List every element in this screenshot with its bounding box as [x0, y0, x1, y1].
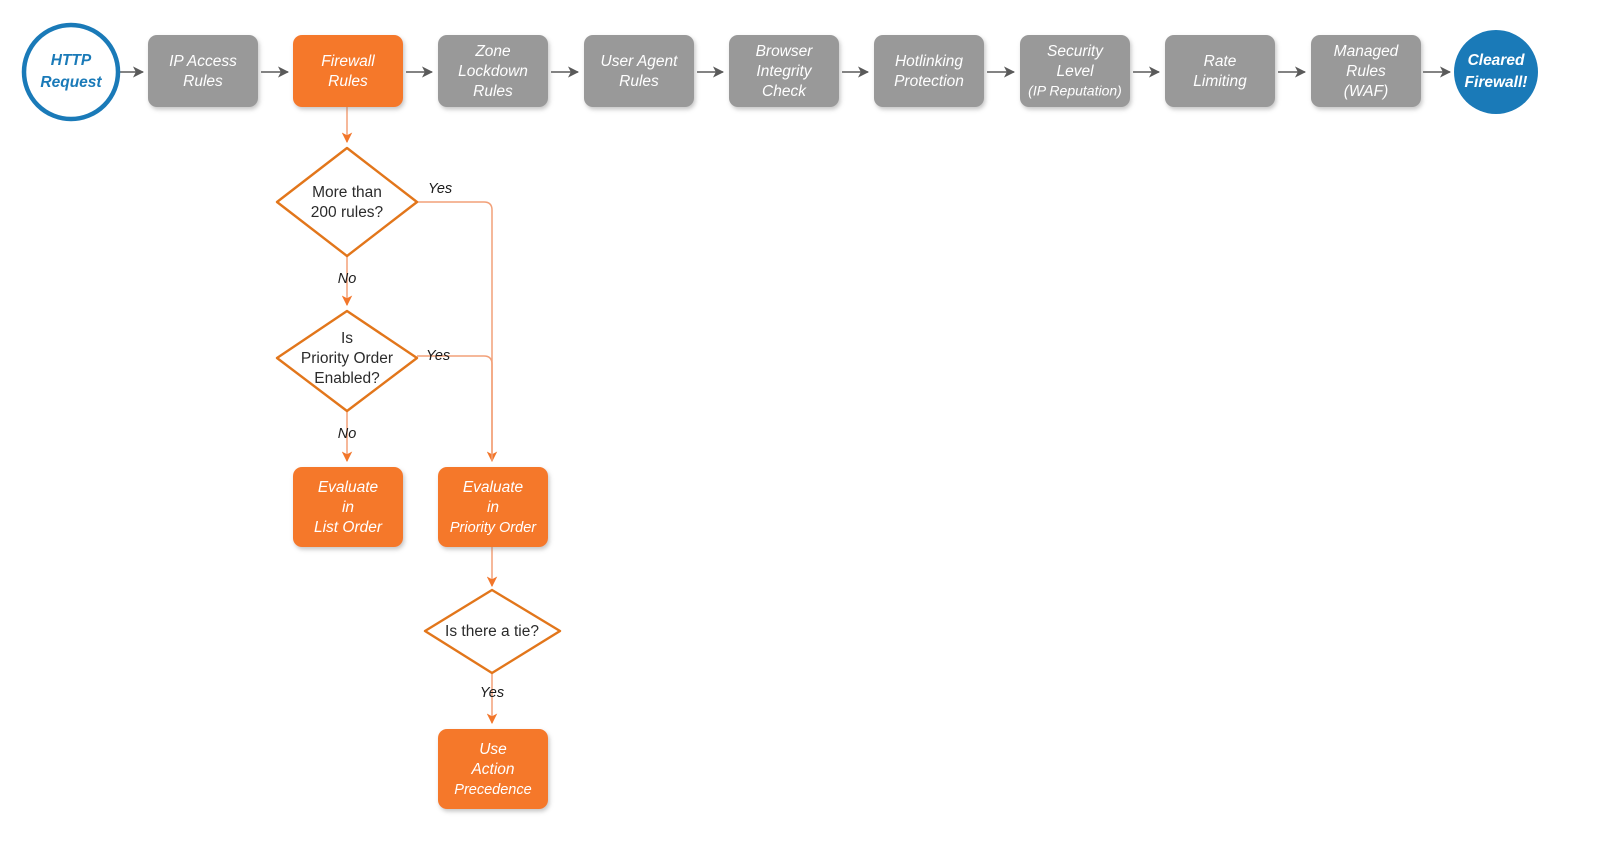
security-level-label-line2: Level — [1056, 63, 1094, 80]
node-evaluate-in-priority-order[interactable]: Evaluate in Priority Order — [438, 467, 548, 547]
hotlinking-protection-label-line1: Hotlinking — [895, 53, 963, 70]
zone-lockdown-rules-label-line3: Rules — [473, 83, 513, 100]
node-more-than-200-rules[interactable]: More than 200 rules? — [275, 146, 419, 258]
hotlinking-protection-label-line2: Protection — [894, 73, 964, 90]
cleared-firewall-label-line2: Firewall! — [1465, 74, 1528, 91]
hotlinking-protection-box — [874, 35, 984, 107]
is-priority-order-enabled-diamond — [275, 309, 419, 413]
evaluate-in-priority-order-box — [438, 467, 548, 547]
zone-lockdown-rules-label-line1: Zone — [474, 43, 511, 60]
edge-label-more-rules-no: No — [338, 271, 357, 287]
use-action-precedence-label-line2: Action — [470, 761, 514, 778]
security-level-label-line1: Security — [1047, 43, 1104, 60]
edge-labels: Yes No Yes No Yes — [338, 181, 504, 701]
node-hotlinking-protection[interactable]: Hotlinking Protection — [874, 35, 984, 107]
http-request-label-line1: HTTP — [51, 52, 92, 69]
user-agent-rules-label-line2: Rules — [619, 73, 659, 90]
evaluate-in-priority-order-label-line2: in — [487, 499, 499, 516]
node-evaluate-in-list-order[interactable]: Evaluate in List Order — [293, 467, 403, 547]
browser-integrity-check-label-line3: Check — [762, 83, 807, 100]
firewall-rules-label-line1: Firewall — [321, 53, 375, 70]
zone-lockdown-rules-box — [438, 35, 548, 107]
edge-label-tie-yes: Yes — [480, 685, 504, 701]
evaluate-in-priority-order-label-line3: Priority Order — [450, 520, 537, 536]
browser-integrity-check-label-line2: Integrity — [756, 63, 812, 80]
firewall-rules-box — [293, 35, 403, 107]
managed-rules-waf-box — [1311, 35, 1421, 107]
node-http-request[interactable]: HTTP Request — [21, 22, 121, 122]
is-there-a-tie-diamond — [423, 588, 562, 675]
more-than-200-rules-label-line1: More than — [312, 184, 382, 201]
managed-rules-waf-label-line1: Managed — [1334, 43, 1400, 60]
connector-morerules-yes-to-priorityorder — [417, 201, 498, 463]
browser-integrity-check-label-line1: Browser — [756, 43, 814, 60]
connector-priority-yes-to-priorityorder — [417, 355, 493, 461]
more-than-200-rules-label-line2: 200 rules? — [311, 204, 384, 221]
evaluate-in-list-order-label-line3: List Order — [314, 519, 383, 536]
security-level-label-line3: (IP Reputation) — [1028, 83, 1122, 99]
firewall-rules-label-line2: Rules — [328, 73, 368, 90]
http-request-circle — [21, 22, 121, 122]
http-request-label-line2: Request — [40, 74, 102, 91]
node-browser-integrity-check[interactable]: Browser Integrity Check — [729, 35, 839, 107]
is-there-a-tie-label: Is there a tie? — [445, 623, 539, 640]
cleared-firewall-circle — [1454, 30, 1538, 114]
node-firewall-rules[interactable]: Firewall Rules — [293, 35, 403, 107]
ip-access-rules-label-line1: IP Access — [169, 53, 237, 70]
evaluate-in-list-order-label-line2: in — [342, 499, 354, 516]
managed-rules-waf-label-line3: (WAF) — [1344, 83, 1388, 100]
use-action-precedence-label-line1: Use — [479, 741, 507, 758]
is-priority-order-enabled-label-line1: Is — [341, 330, 353, 347]
ip-access-rules-box — [148, 35, 258, 107]
cleared-firewall-label-line1: Cleared — [1468, 52, 1525, 69]
node-use-action-precedence[interactable]: Use Action Precedence — [438, 729, 548, 809]
is-priority-order-enabled-label-line3: Enabled? — [314, 370, 380, 387]
branch-connectors: Is Priority Order Enabled? --> right, do… — [341, 107, 498, 725]
ip-access-rules-label-line2: Rules — [183, 73, 223, 90]
node-user-agent-rules[interactable]: User Agent Rules — [584, 35, 694, 107]
zone-lockdown-rules-label-line2: Lockdown — [458, 63, 528, 80]
node-security-level[interactable]: Security Level (IP Reputation) — [1020, 35, 1130, 107]
node-rate-limiting[interactable]: Rate Limiting — [1165, 35, 1275, 107]
use-action-precedence-box — [438, 729, 548, 809]
edge-label-more-rules-yes: Yes — [428, 181, 452, 197]
node-zone-lockdown-rules[interactable]: Zone Lockdown Rules — [438, 35, 548, 107]
evaluate-in-list-order-box — [293, 467, 403, 547]
managed-rules-waf-label-line2: Rules — [1346, 63, 1386, 80]
user-agent-rules-label-line1: User Agent — [601, 53, 679, 70]
evaluate-in-list-order-label-line1: Evaluate — [318, 479, 379, 496]
evaluate-in-priority-order-label-line1: Evaluate — [463, 479, 524, 496]
node-managed-rules-waf[interactable]: Managed Rules (WAF) — [1311, 35, 1421, 107]
edge-label-priority-order-no: No — [338, 426, 357, 442]
user-agent-rules-box — [584, 35, 694, 107]
security-level-box — [1020, 35, 1130, 107]
use-action-precedence-label-line3: Precedence — [454, 782, 531, 798]
node-ip-access-rules[interactable]: IP Access Rules — [148, 35, 258, 107]
rate-limiting-box — [1165, 35, 1275, 107]
node-cleared-firewall[interactable]: Cleared Firewall! — [1454, 30, 1538, 114]
is-priority-order-enabled-label-line2: Priority Order — [301, 350, 393, 367]
rate-limiting-label-line2: Limiting — [1193, 73, 1247, 90]
browser-integrity-check-box — [729, 35, 839, 107]
node-is-there-a-tie[interactable]: Is there a tie? — [423, 588, 562, 675]
more-than-200-rules-diamond — [275, 146, 419, 258]
rate-limiting-label-line1: Rate — [1204, 53, 1237, 70]
edge-label-priority-order-yes: Yes — [426, 348, 450, 364]
node-is-priority-order-enabled[interactable]: Is Priority Order Enabled? — [275, 309, 419, 413]
